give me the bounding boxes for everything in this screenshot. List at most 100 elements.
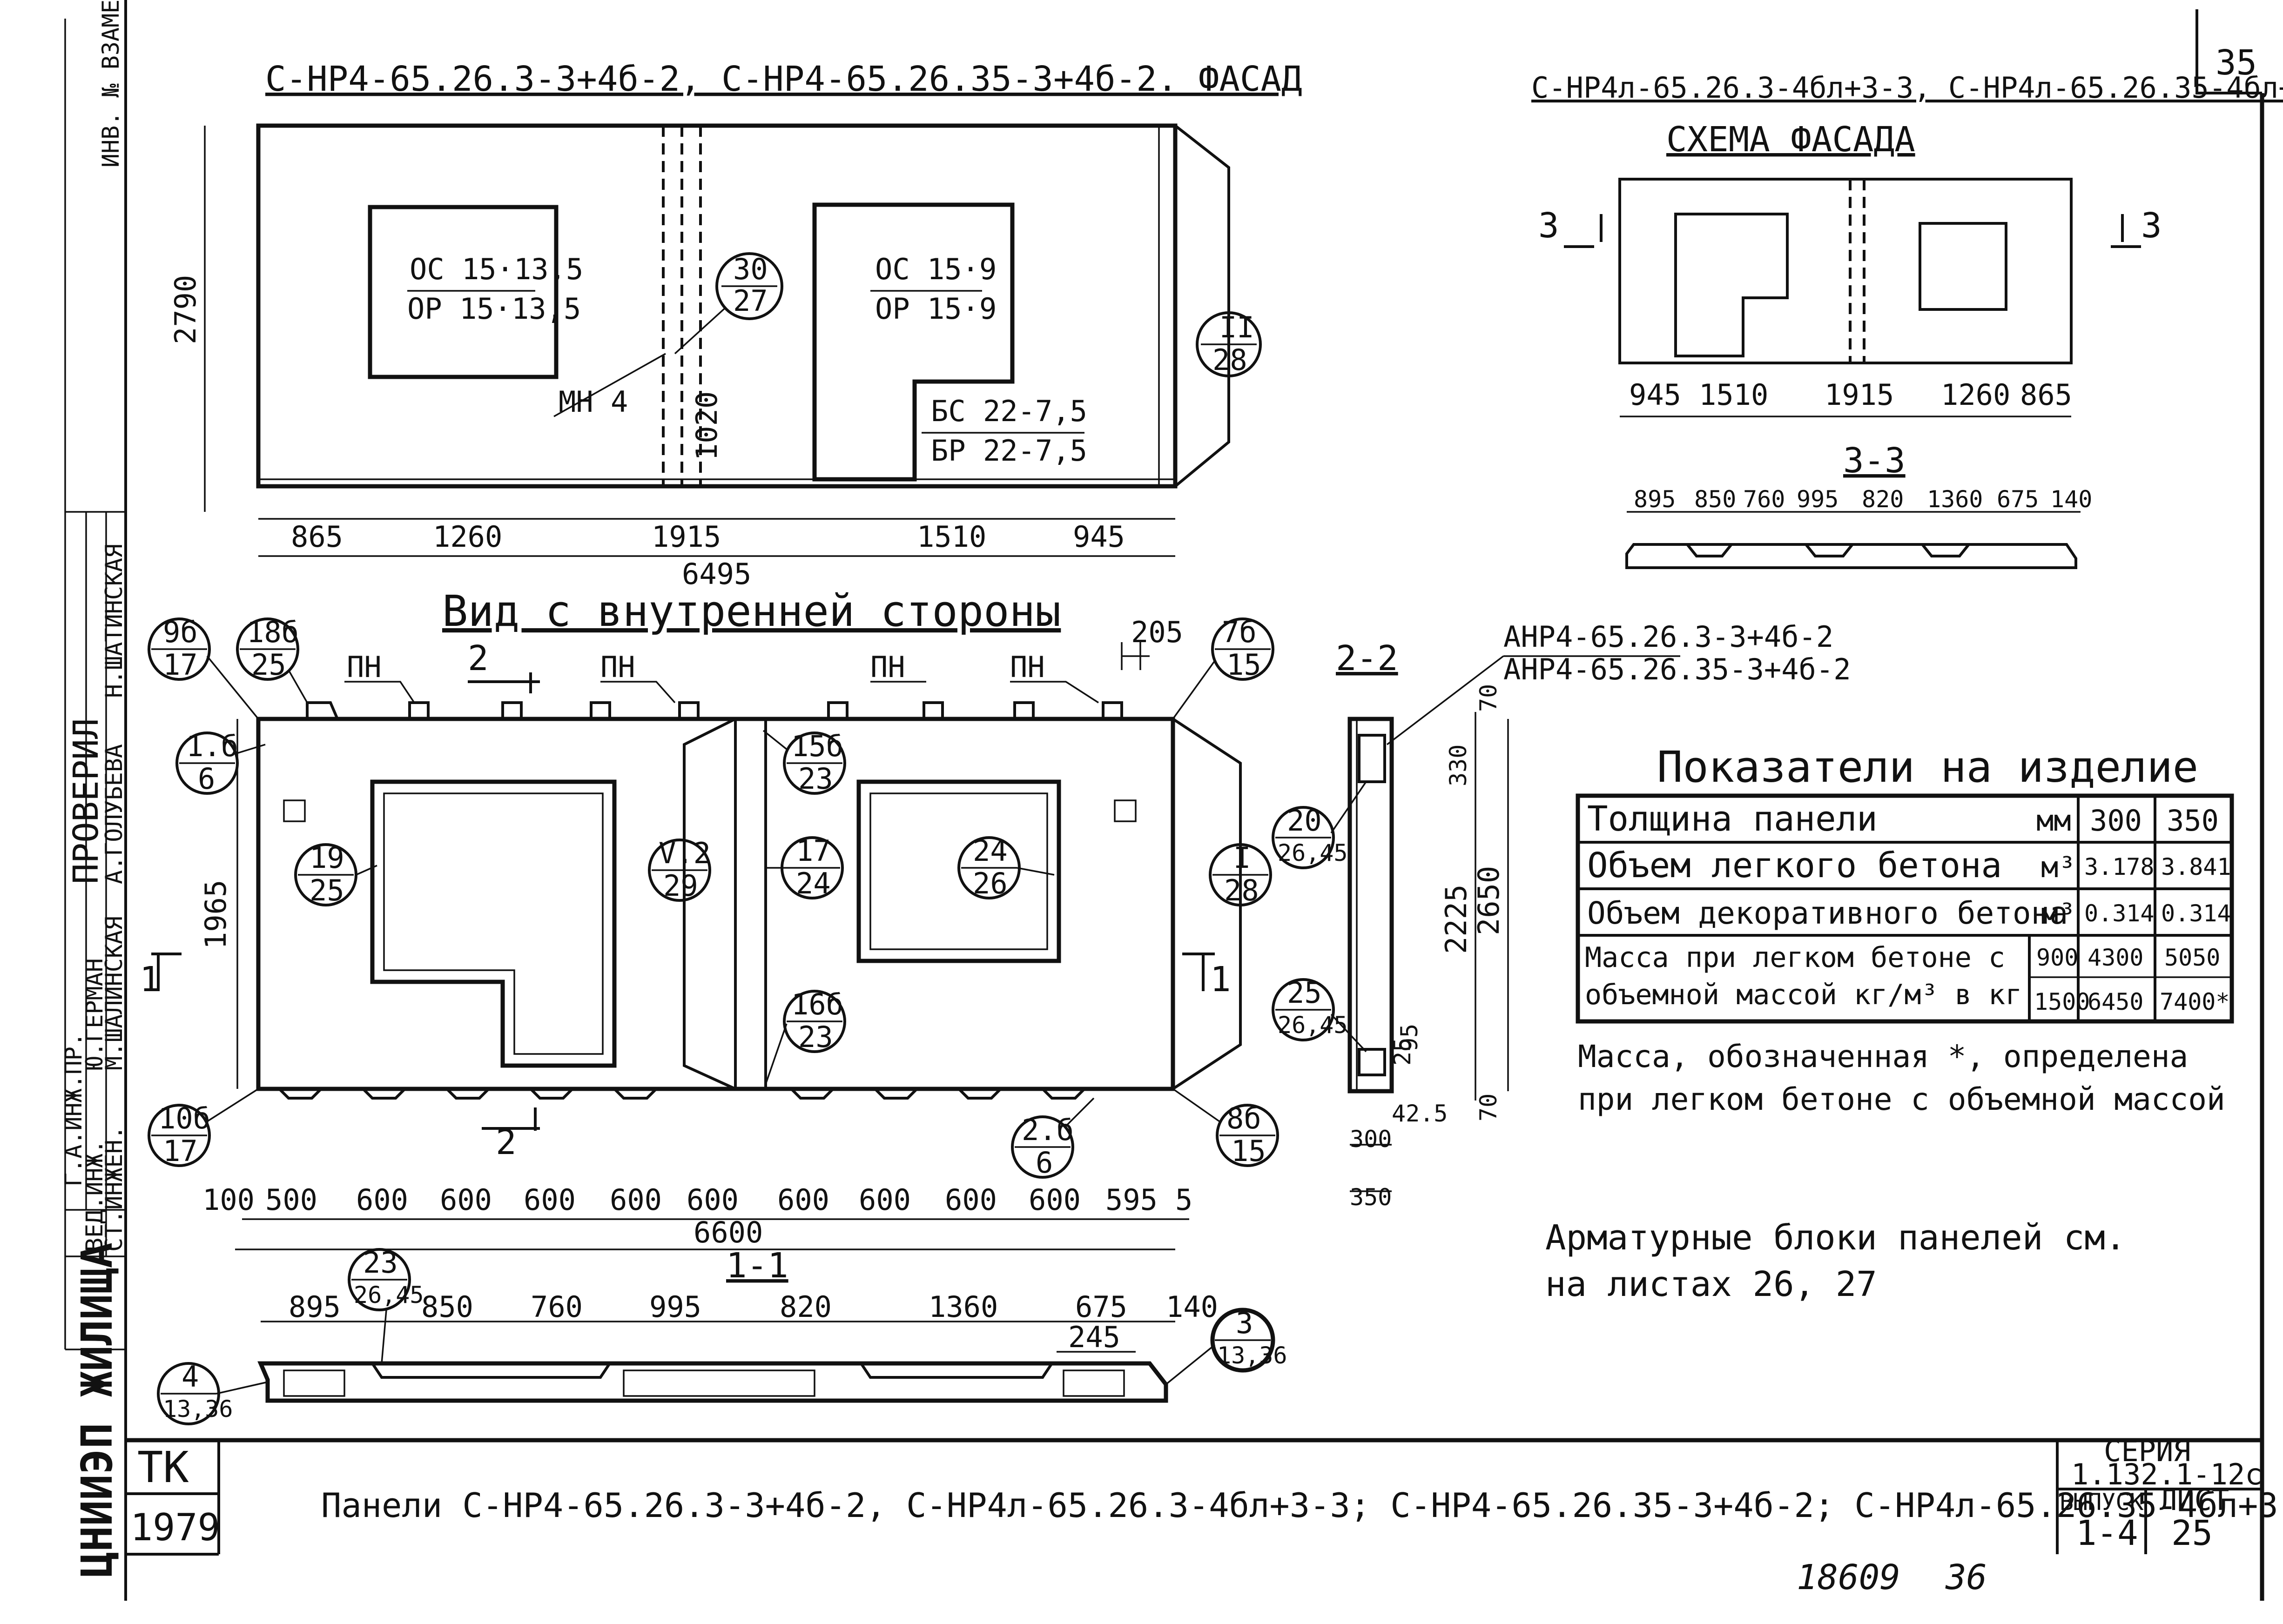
facade-view: С-НР4-65.26.3-3+4б-2, С-НР4-65.26.35-3+4…: [168, 59, 1302, 591]
section11-dim-6: 1360: [929, 1290, 998, 1324]
specs-block: Показатели на изделие Толщина панели мм …: [1545, 742, 2234, 1304]
strip-name-4: Н.ШАТИНСКАЯ: [101, 544, 128, 698]
sheet-number-corner: 35: [2216, 43, 2257, 83]
armature-note: Арматурные блоки панелей см. на листах 2…: [1545, 1218, 2126, 1304]
callout-sheet: 17: [163, 1134, 198, 1168]
strip-role-2: ВЕД.ИНЖ.: [81, 1140, 108, 1252]
callout-num: 24: [973, 834, 1008, 868]
section22-dim-70-top: 70: [1475, 684, 1502, 712]
facade-dim-4: 1510: [917, 520, 986, 554]
inner-dim-1: 100: [202, 1183, 255, 1217]
pn-label-4: ПН: [1010, 650, 1045, 684]
callout-num: V.2: [659, 836, 711, 870]
strip-check-label: ПРОВЕРИЛ: [66, 718, 106, 884]
spec-row-1-v2: 350: [2167, 804, 2219, 838]
facade-dim-1: 865: [291, 520, 343, 554]
spec-row-3-v1: 0.314: [2084, 900, 2155, 927]
section22-dim-25: 25: [1389, 1038, 1416, 1066]
callout-sheet: 23: [798, 1020, 833, 1054]
callout-num: 15б: [791, 729, 843, 763]
callout-sheet: 6: [198, 762, 215, 796]
scheme-section-dim-7: 675: [1997, 486, 2039, 513]
facade-window-right-bottom: ОР 15·9: [875, 292, 997, 326]
title-block: ТК 1979 Панели С-НР4-65.26.3-3+4б-2, С-Н…: [126, 1434, 2283, 1597]
inner-title: Вид с внутренней стороны: [442, 586, 1061, 636]
callout-num: 19: [310, 841, 344, 875]
sheet-frame: 35: [124, 0, 2264, 1601]
callout-num: 3: [1236, 1306, 1253, 1340]
spec-mass-2-density: 1500: [2034, 988, 2090, 1015]
spec-row-3-unit: м³: [2041, 897, 2076, 931]
callout-sheet: 24: [796, 866, 831, 900]
facade-window-left-top: ОС 15·13,5: [410, 252, 583, 286]
callout-sheet: 6: [1036, 1146, 1053, 1180]
strip-role-3: СТ.ИНЖЕН.: [101, 1126, 128, 1252]
scheme-section-dim-4: 995: [1797, 486, 1839, 513]
callout-num: 20: [1287, 804, 1322, 838]
section11-dim-1: 895: [289, 1290, 341, 1324]
callout-sheet: 13,36: [163, 1396, 233, 1423]
stamp-issue-label: ВЫПУСК: [2060, 1489, 2144, 1516]
section11-label: 1-1: [726, 1246, 788, 1286]
facade-callout-30: 30 27: [674, 252, 783, 355]
callout-num: 18б: [247, 615, 299, 649]
section22-dim-350: 350: [1350, 1184, 1392, 1211]
stamp-issue: 1-4: [2076, 1513, 2138, 1553]
strip-role-1: Г.А.ИНЖ.ПР.: [60, 1033, 87, 1187]
section22-dim-70-bottom: 70: [1475, 1094, 1502, 1121]
facade-dim-5: 945: [1073, 520, 1125, 554]
callout-num: II: [1219, 310, 1254, 344]
callout-sheet: 15: [1231, 1134, 1266, 1168]
inner-dim-8: 600: [777, 1183, 829, 1217]
inner-dim-11: 600: [1029, 1183, 1081, 1217]
scheme-title: С-НР4л-65.26.3-4бл+3-3, С-НР4л-65.26.35-…: [1531, 71, 2283, 105]
scheme-section-dim-3: 760: [1743, 486, 1785, 513]
facade-door-top: БС 22-7,5: [931, 394, 1087, 428]
inner-dim-5: 600: [524, 1183, 576, 1217]
inner-dim-3: 600: [356, 1183, 408, 1217]
spec-row-3-name: Объем декоративного бетона: [1587, 895, 2068, 931]
callout-sheet: 26,45: [1278, 1012, 1348, 1039]
spec-row-1-unit: мм: [2036, 804, 2071, 838]
inner-dim-10: 600: [945, 1183, 997, 1217]
footer-page: 36: [1945, 1557, 1987, 1597]
spec-row-2-name: Объем легкого бетона: [1587, 846, 2002, 886]
callout-V2: V.229: [648, 836, 711, 903]
callout-I: I28: [1209, 841, 1272, 907]
section22-dim-425: 42.5: [1392, 1100, 1448, 1127]
callout-sheet: 26: [973, 866, 1008, 900]
spec-mass-2-v2: 7400*: [2160, 988, 2230, 1015]
callout-num: 8б: [1226, 1101, 1261, 1135]
scheme-section-dim-1: 895: [1634, 486, 1676, 513]
strip-org: ЦНИИЭП ЖИЛИЩА: [72, 1242, 122, 1577]
facade-total: 6495: [682, 557, 751, 591]
callout-sheet: 26,45: [1278, 839, 1348, 866]
section22-mark-b: АНР4-65.26.35-3+4б-2: [1503, 652, 1851, 686]
spec-mass-1-density: 900: [2036, 944, 2078, 971]
callout-num: 30: [733, 252, 768, 286]
facade-window-right-top: ОС 15·9: [875, 252, 997, 286]
scheme-section-label: 3-3: [1843, 441, 1906, 481]
spec-row-2-v2: 3.841: [2161, 853, 2231, 880]
section11-dim-245: 245: [1068, 1320, 1120, 1354]
callout-sheet: 28: [1224, 873, 1259, 907]
spec-mass-1-v2: 5050: [2164, 944, 2220, 971]
spec-note: Масса, обозначенная *, определена при ле…: [1578, 1039, 2225, 1128]
callout-sheet: 29: [663, 869, 698, 903]
stamp-title: Панели С-НР4-65.26.3-3+4б-2, С-НР4л-65.2…: [321, 1486, 2283, 1525]
section22-label: 2-2: [1336, 638, 1398, 678]
section11-dim-4: 995: [649, 1290, 701, 1324]
inner-dim-4: 600: [440, 1183, 492, 1217]
inner-view: Вид с внутренней стороны ПН ПН ПН ПН 2 2…: [140, 586, 1279, 1250]
section11-callout-3: 313,36: [1165, 1306, 1287, 1385]
spec-mass-2-v1: 6450: [2088, 988, 2143, 1015]
inner-dim-205: 205: [1131, 615, 1183, 649]
